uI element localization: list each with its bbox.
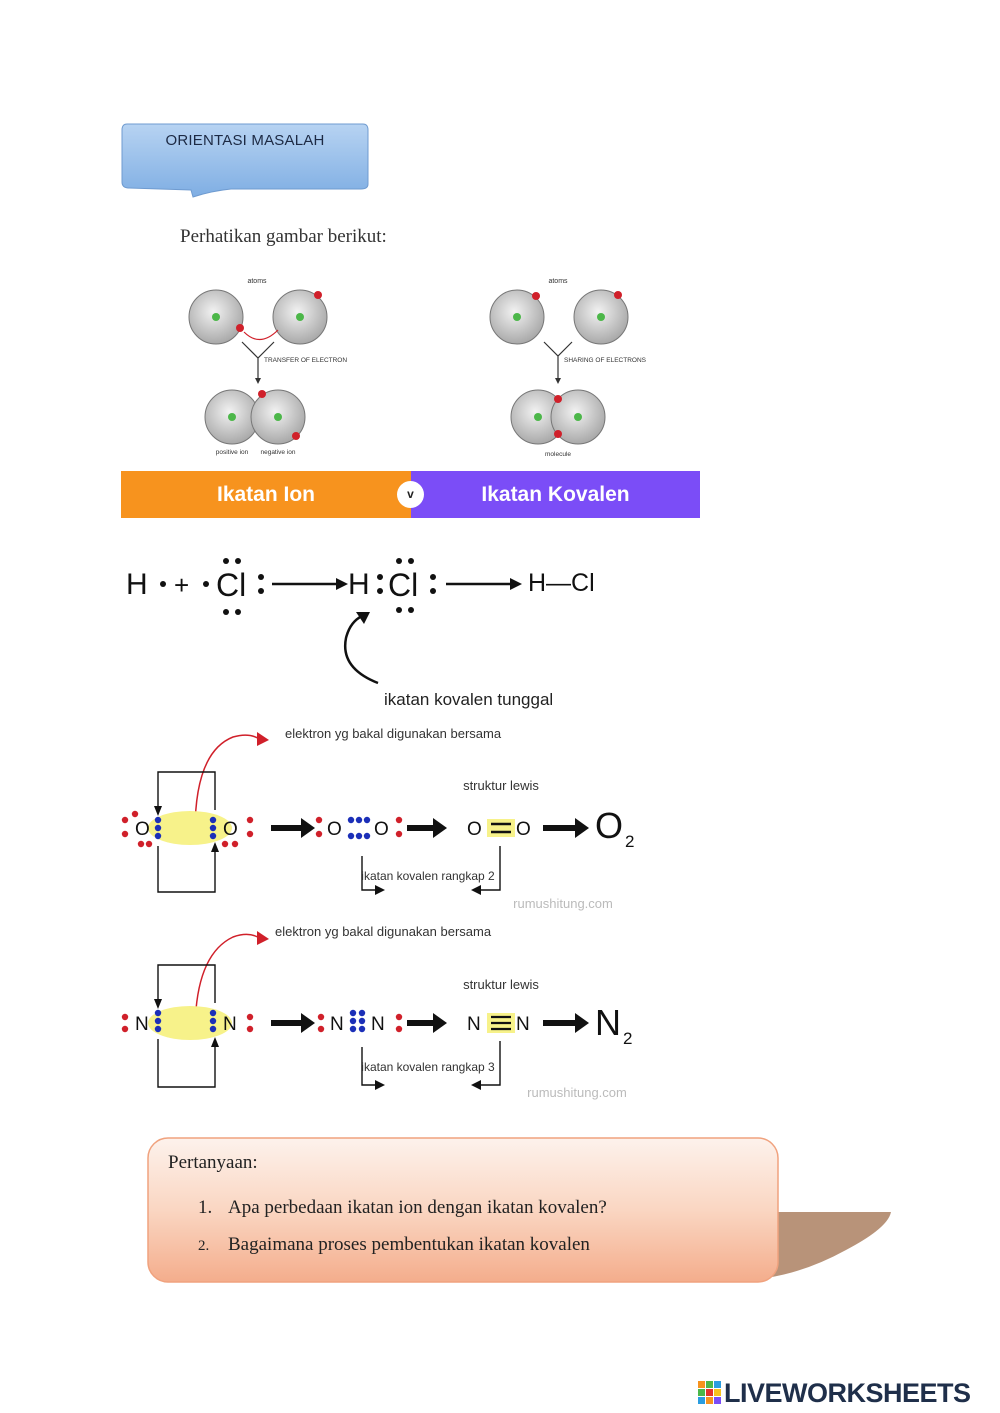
o2-atom-right: O (223, 819, 238, 840)
vs-badge: v (397, 481, 424, 508)
sharing-label: SHARING OF ELECTRONS (564, 357, 647, 364)
o2-mid-right: O (374, 819, 389, 840)
positive-ion-label: positive ion (216, 449, 249, 456)
n2-subscript: 2 (623, 1029, 632, 1048)
n2-note: elektron yg bakal digunakan bersama (275, 925, 492, 939)
bond-comparison-figure: atoms TRANSFER OF ELECTRON positive ion … (188, 278, 647, 458)
ionic-bond-label: Ikatan Ion (121, 471, 411, 518)
molecule-label: molecule (545, 451, 571, 458)
plus-sign: + (174, 570, 189, 600)
hcl-product-h: H (348, 568, 370, 601)
ionic-atoms-label: atoms (247, 278, 267, 285)
electron (314, 291, 322, 299)
n2-mid-right: N (371, 1014, 385, 1035)
o2-bond-label: ikatan kovalen rangkap 2 (361, 869, 495, 883)
intro-text: Perhatikan gambar berikut: (180, 226, 387, 247)
nucleus (296, 313, 304, 321)
o2-lewis-label: struktur lewis (463, 778, 539, 793)
n2-formation-diagram: elektron yg bakal digunakan bersama N N … (121, 925, 632, 1100)
n2-lewis-left: N (467, 1014, 481, 1035)
transfer-arrow (243, 329, 279, 341)
question-text: Apa perbedaan ikatan ion dengan ikatan k… (228, 1197, 607, 1218)
question-text: Bagaimana proses pembentukan ikatan kova… (228, 1234, 590, 1255)
hcl-formation-diagram: H + Cl H Cl H—Cl ikatan kovalen tunggal (126, 558, 595, 709)
o2-atom-left: O (135, 819, 150, 840)
n2-lewis-right: N (516, 1014, 530, 1035)
liveworksheets-logo-icon (698, 1381, 721, 1404)
hcl-cl-atom: Cl (216, 567, 246, 603)
negative-ion-label: negative ion (260, 449, 295, 456)
question-title: Pertanyaan: (168, 1152, 258, 1173)
bond-type-bar: Ikatan Ion Ikatan Kovalen v (121, 471, 700, 518)
transfer-label: TRANSFER OF ELECTRON (264, 357, 347, 364)
n2-mid-left: N (330, 1014, 344, 1035)
badge-label: ORIENTASI MASALAH (165, 132, 325, 149)
o2-note: elektron yg bakal digunakan bersama (285, 726, 502, 741)
n2-atom-right: N (223, 1014, 237, 1035)
question-number: 1. (198, 1197, 213, 1218)
n2-watermark: rumushitung.com (527, 1085, 627, 1100)
n2-molecule: N (595, 1002, 621, 1043)
hcl-product-cl: Cl (388, 567, 418, 603)
o2-molecule: O (595, 805, 623, 846)
covalent-bond-label: Ikatan Kovalen (411, 471, 700, 518)
electron (236, 324, 244, 332)
o2-formation-diagram: elektron yg bakal digunakan bersama O O … (121, 726, 634, 911)
n2-atom-left: N (135, 1014, 149, 1035)
orientation-badge (121, 123, 369, 198)
hcl-line-formula: H—Cl (528, 569, 595, 597)
n2-bond-label: ikatan kovalen rangkap 3 (361, 1060, 495, 1074)
o2-mid-left: O (327, 819, 342, 840)
o2-lewis-right: O (516, 819, 531, 840)
o2-subscript: 2 (625, 832, 634, 851)
question-item-1: 1. Apa perbedaan ikatan ion dengan ikatan… (198, 1197, 607, 1219)
nucleus (212, 313, 220, 321)
single-bond-annotation: ikatan kovalen tunggal (384, 690, 553, 709)
liveworksheets-brand: LIVEWORKSHEETS (724, 1378, 971, 1408)
hcl-h-atom: H (126, 568, 148, 601)
covalent-atoms-label: atoms (548, 278, 568, 285)
question-box (147, 1137, 891, 1283)
question-item-2: 2. Bagaimana proses pembentukan ikatan ko… (198, 1234, 590, 1256)
question-box-tail (746, 1212, 891, 1278)
question-number: 2. (198, 1238, 210, 1254)
o2-watermark: rumushitung.com (513, 896, 613, 911)
n2-lewis-label: struktur lewis (463, 977, 539, 992)
o2-lewis-left: O (467, 819, 482, 840)
